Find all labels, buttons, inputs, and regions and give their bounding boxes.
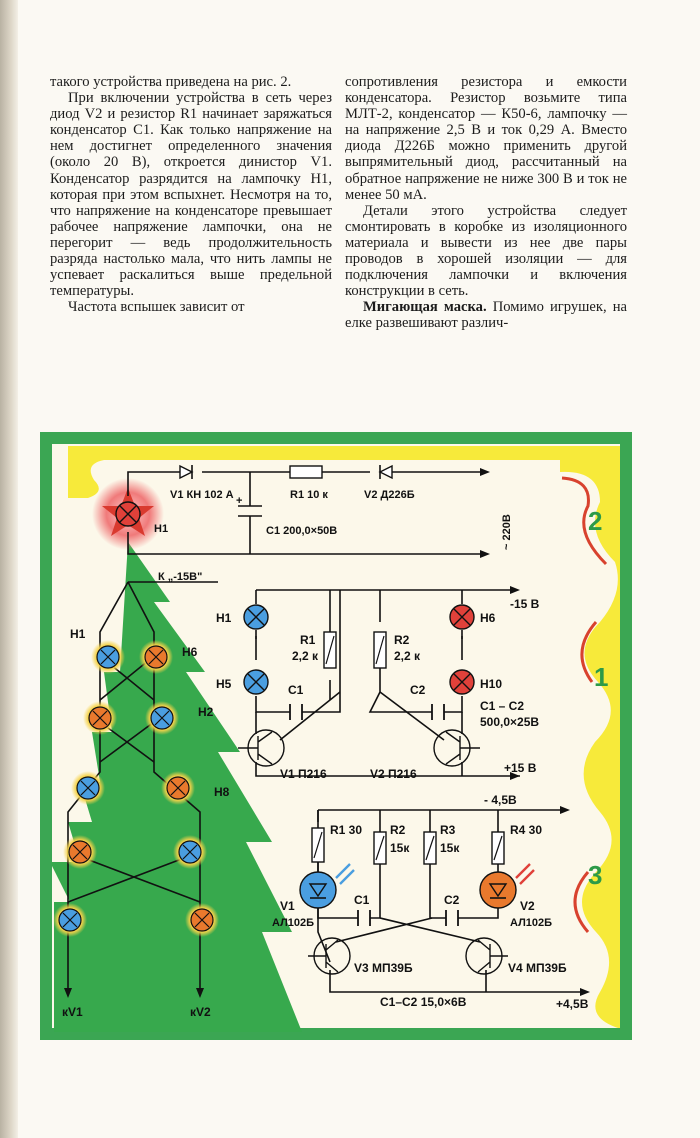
arrow-icon: [510, 772, 520, 780]
text-column-left: такого устройства приведена на рис. 2. П…: [50, 74, 332, 315]
diode-v2-icon: [378, 464, 393, 480]
label-h1: H1: [216, 611, 232, 625]
tree-lamps: [53, 640, 219, 937]
label-r2-value: 15к: [390, 841, 410, 855]
label-v4-mp39b: V4 МП39Б: [508, 961, 567, 975]
circuit-2-wires: [127, 471, 480, 555]
label-plus-4-5v: +4,5В: [556, 997, 589, 1011]
label-r1-value: 2,2 к: [292, 649, 319, 663]
figure-svg: 2 1 3 кV1 кV2: [40, 432, 632, 1040]
label-h5: H5: [216, 677, 232, 691]
led-v1-icon: [299, 871, 337, 909]
label-r2-value: 2,2 к: [394, 649, 421, 663]
light-rays-icon: [335, 863, 355, 885]
arrow-icon: [480, 468, 490, 476]
label-r3-value: 15к: [440, 841, 460, 855]
tree-label-h1: H1: [70, 627, 86, 641]
book-spine-shadow: [0, 0, 18, 1138]
yellow-wave-top: [54, 446, 584, 498]
section-number-1: 1: [594, 662, 608, 692]
tree-label-h2: H2: [198, 705, 214, 719]
paragraph: сопротивления резистора и емкости конден…: [345, 74, 627, 203]
arrow-icon: [64, 988, 72, 998]
paragraph: Детали этого устройства следует смонтиро…: [345, 202, 627, 300]
label-k-15v: К „-15В": [158, 571, 202, 583]
section-number-2: 2: [588, 506, 602, 536]
tree-label-h8: H8: [214, 785, 230, 799]
circuit-3-wires: [317, 809, 580, 993]
paragraph: При включении устройства в сеть через ди…: [50, 90, 332, 300]
label-r1-30: R1 30: [330, 823, 362, 837]
tree-label-kv2: кV2: [190, 1005, 211, 1019]
light-rays-icon: [515, 863, 535, 885]
text-column-right: сопротивления резистора и емкости конден…: [345, 74, 627, 332]
resistor-r1-icon: [289, 465, 323, 479]
arrow-icon: [560, 806, 570, 814]
label-c1: C1: [354, 893, 370, 907]
paragraph: такого устройства приведена на рис. 2.: [50, 74, 292, 90]
tree-label-h6: H6: [182, 645, 198, 659]
label-c1: C1 200,0×50В: [266, 525, 337, 537]
label-v2-p216: V2 П216: [370, 767, 417, 781]
arrow-icon: [510, 586, 520, 594]
red-ribbon: [561, 476, 608, 566]
circuit-figure: 2 1 3 кV1 кV2: [40, 432, 632, 1040]
arrow-icon: [480, 550, 490, 558]
label-c-spec-value: 500,0×25В: [480, 715, 539, 729]
label-c2: C2: [444, 893, 460, 907]
label-h1: H1: [154, 523, 168, 535]
label-v1-type: АЛ102Б: [272, 917, 314, 929]
label-r3: R3: [440, 823, 456, 837]
label-h10: H10: [480, 677, 502, 691]
label-v2: V2: [520, 899, 535, 913]
label-c2: C2: [410, 683, 426, 697]
label-h6: H6: [480, 611, 496, 625]
diode-v1-icon: [179, 464, 194, 480]
label-r1: R1: [300, 633, 316, 647]
label-r2: R2: [390, 823, 406, 837]
label-v2-d226b: V2 Д226Б: [364, 489, 415, 501]
plus-sign: +: [236, 495, 242, 507]
arrow-icon: [196, 988, 204, 998]
label-plus-15v: +15 В: [504, 761, 537, 775]
label-v1: V1: [280, 899, 295, 913]
red-ribbon: [573, 871, 590, 933]
label-v1-kn102a: V1 КН 102 А: [170, 489, 234, 501]
label-r4-30: R4 30: [510, 823, 542, 837]
label-r1: R1 10 к: [290, 489, 328, 501]
label-r2: R2: [394, 633, 410, 647]
paragraph-with-heading: Мигающая маска. Помимо игрушек, на елке …: [345, 299, 627, 331]
label-c-spec: C1–C2 15,0×6В: [380, 995, 467, 1009]
label-v1-p216: V1 П216: [280, 767, 327, 781]
label-minus-15v: -15 В: [510, 597, 540, 611]
section-heading: Мигающая маска.: [363, 299, 487, 316]
led-v2-icon: [479, 871, 517, 909]
label-c-spec: C1 – C2: [480, 699, 524, 713]
paragraph-text: Помимо игрушек, на елке развешивают разл…: [345, 299, 628, 332]
yellow-wave-right: [560, 446, 620, 1028]
label-minus-4-5v: - 4,5В: [484, 793, 517, 807]
red-ribbon: [580, 621, 598, 683]
tree-label-kv1: кV1: [62, 1005, 83, 1019]
paragraph: Частота вспышек зависит от: [68, 299, 245, 316]
label-mains-220v: ~ 220В: [501, 514, 513, 550]
label-v2-type: АЛ102Б: [510, 917, 552, 929]
arrow-icon: [580, 988, 590, 996]
section-number-3: 3: [588, 860, 602, 890]
label-c1: C1: [288, 683, 304, 697]
label-v3-mp39b: V3 МП39Б: [354, 961, 413, 975]
